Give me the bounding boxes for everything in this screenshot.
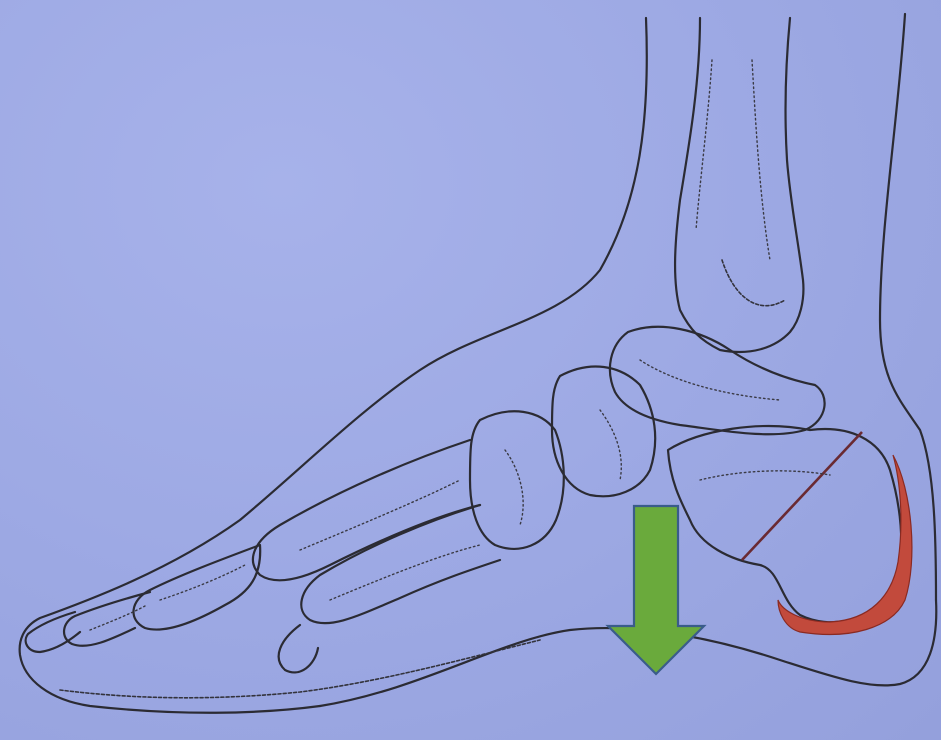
- skin-outline: [20, 14, 937, 713]
- talus-bone: [610, 327, 825, 434]
- heel-fat-pad-highlight: [778, 455, 912, 634]
- calcaneus-bone: [668, 426, 901, 622]
- metatarsal-bones: [253, 440, 500, 623]
- down-arrow-icon: [608, 506, 704, 674]
- leg-bones: [675, 18, 803, 352]
- midfoot-bones: [470, 366, 655, 548]
- phalanx-bones: [26, 545, 318, 672]
- calcaneus-cut-line: [742, 432, 862, 560]
